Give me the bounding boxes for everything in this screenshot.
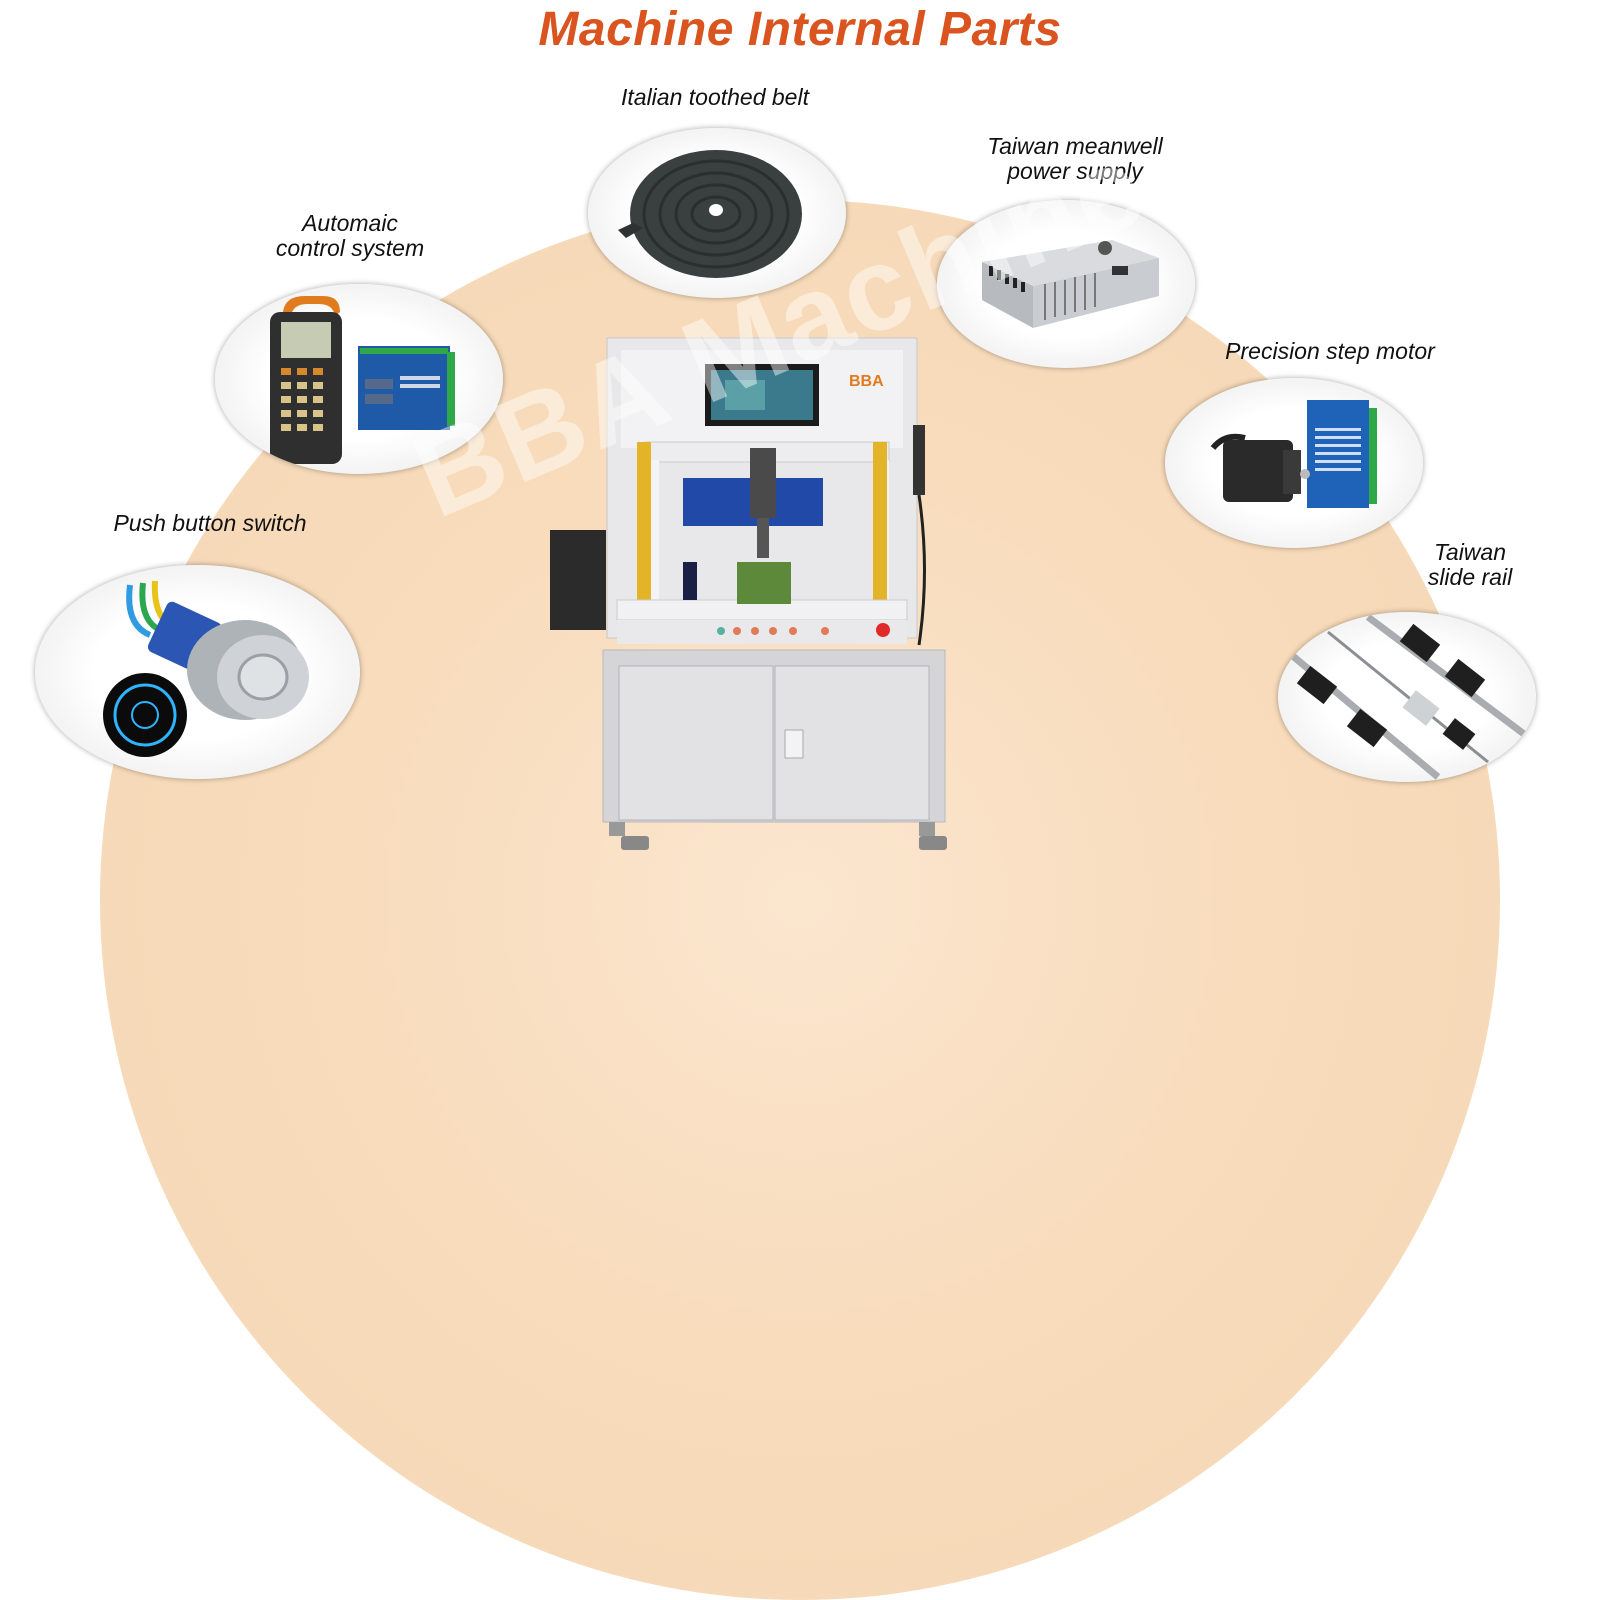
slide-rail-bubble bbox=[1278, 612, 1536, 782]
label-power-line1: Taiwan meanwell bbox=[987, 133, 1163, 159]
control-system-image bbox=[270, 296, 455, 464]
label-toothed-belt-text: Italian toothed belt bbox=[621, 84, 809, 110]
machine-brand-logo: BBA bbox=[849, 373, 884, 390]
label-push-button: Push button switch bbox=[85, 511, 335, 536]
label-slide-rail: Taiwan slide rail bbox=[1400, 540, 1540, 590]
page-title: Machine Internal Parts bbox=[538, 3, 1062, 56]
label-toothed-belt: Italian toothed belt bbox=[580, 85, 850, 110]
control-system-bubble bbox=[215, 284, 503, 474]
label-step-motor-text: Precision step motor bbox=[1225, 338, 1435, 364]
push-button-bubble bbox=[35, 565, 360, 779]
label-power-line2: power supply bbox=[1007, 158, 1143, 184]
push-button-image bbox=[103, 580, 309, 757]
label-push-button-text: Push button switch bbox=[113, 510, 307, 536]
power-supply-bubble bbox=[937, 200, 1195, 368]
toothed-belt-image bbox=[618, 150, 802, 278]
step-motor-bubble bbox=[1165, 378, 1423, 548]
slide-rail-image bbox=[1285, 614, 1531, 780]
label-control-line1: Automaic bbox=[302, 210, 398, 236]
label-step-motor: Precision step motor bbox=[1195, 339, 1465, 364]
label-rail-line2: slide rail bbox=[1427, 564, 1513, 590]
toothed-belt-bubble bbox=[588, 128, 846, 298]
label-control-system: Automaic control system bbox=[245, 211, 455, 261]
dispensing-machine-image: BBA bbox=[545, 330, 965, 885]
power-supply-image bbox=[982, 240, 1159, 328]
label-control-line2: control system bbox=[275, 235, 425, 261]
step-motor-image bbox=[1210, 400, 1377, 508]
label-power-supply: Taiwan meanwell power supply bbox=[950, 134, 1200, 184]
label-rail-line1: Taiwan bbox=[1433, 539, 1507, 565]
